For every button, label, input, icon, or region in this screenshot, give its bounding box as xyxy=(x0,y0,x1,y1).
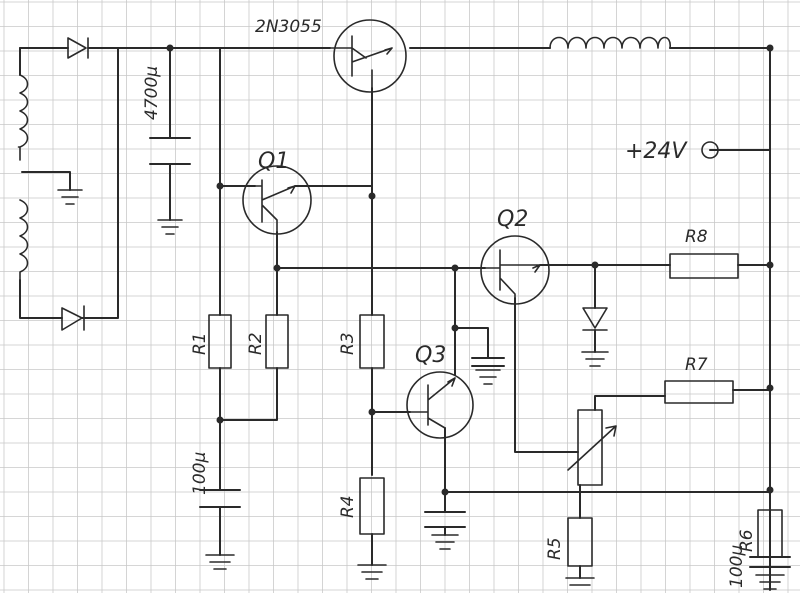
transformer-windings xyxy=(17,74,29,281)
label-r6: R6 xyxy=(737,529,757,552)
transistor-q1-symbol xyxy=(242,165,312,235)
transistor-q3-symbol xyxy=(406,371,474,439)
junction-dots xyxy=(166,44,774,496)
label-r4: R4 xyxy=(338,495,358,518)
diode-zener xyxy=(582,307,608,331)
transistor-q2-symbol xyxy=(480,235,550,305)
potentiometer xyxy=(567,409,617,486)
diode-bottom xyxy=(61,305,85,331)
capacitor-q2 xyxy=(471,357,505,367)
diode-top xyxy=(67,37,89,59)
label-q3: Q3 xyxy=(415,343,446,368)
label-cap-r6: 100µ xyxy=(727,545,747,588)
label-cap-main: 4700µ xyxy=(142,66,162,120)
capacitor-q3 xyxy=(424,511,466,536)
label-r7: R7 xyxy=(685,355,708,375)
labels: 2N3055 Q1 Q2 Q3 R8 R7 +24V R1 R2 R3 R4 R… xyxy=(142,17,757,588)
supply-terminal xyxy=(701,141,719,159)
ground-symbol xyxy=(57,189,785,590)
label-r5: R5 xyxy=(545,537,565,560)
label-q1: Q1 xyxy=(258,149,289,174)
capacitor-small xyxy=(199,489,241,508)
inductor-coil xyxy=(549,36,671,49)
wires xyxy=(19,47,771,591)
label-r2: R2 xyxy=(246,332,266,355)
label-r8: R8 xyxy=(685,227,708,247)
resistors xyxy=(208,253,783,567)
label-cap-small: 100µ xyxy=(190,452,210,495)
label-r1: R1 xyxy=(190,332,210,355)
label-supply: +24V xyxy=(625,139,688,164)
label-r3: R3 xyxy=(338,332,358,355)
label-q2: Q2 xyxy=(497,207,528,232)
capacitor-main xyxy=(149,137,191,165)
label-2n3055: 2N3055 xyxy=(255,17,322,37)
transistor-2n3055-symbol xyxy=(329,19,407,93)
